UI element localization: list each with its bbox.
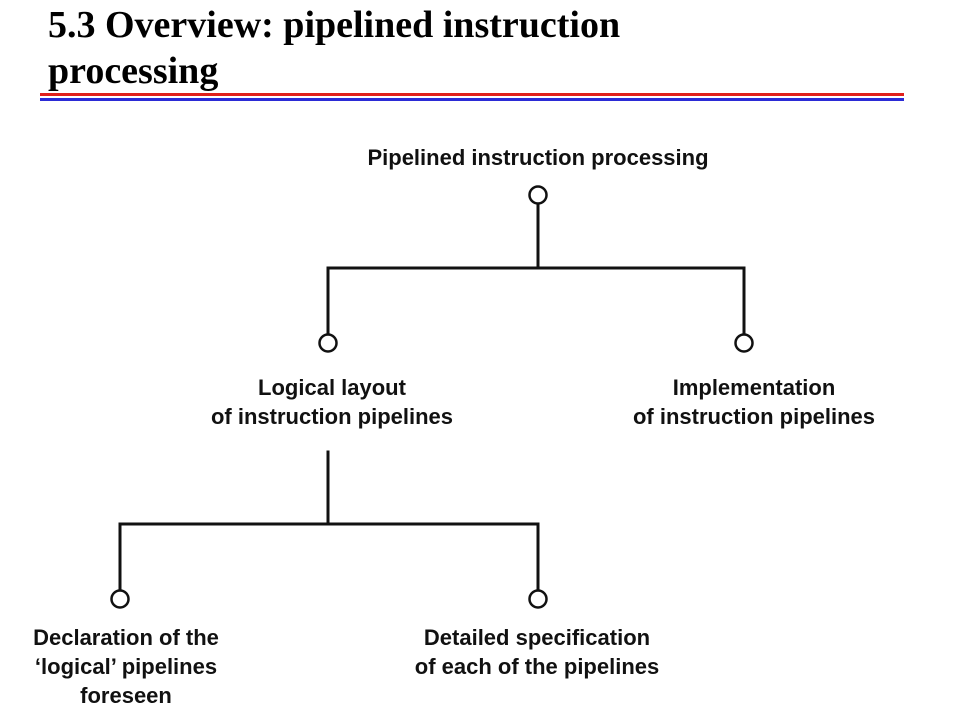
slide-title-line-1: 5.3 Overview: pipelined instruction bbox=[48, 4, 621, 46]
logical-layout-node-label: Logical layout of instruction pipelines bbox=[211, 373, 453, 431]
logical-node-circle bbox=[318, 333, 338, 353]
title-rule-blue bbox=[40, 98, 904, 101]
root-node-circle bbox=[528, 185, 548, 205]
implementation-node-label: Implementation of instruction pipelines bbox=[633, 373, 875, 431]
implementation-label-line-2: of instruction pipelines bbox=[632, 404, 876, 429]
root-node-label: Pipelined instruction processing bbox=[367, 143, 708, 172]
declaration-label-line-2: ‘logical’ pipelines bbox=[34, 654, 218, 679]
detailed-node-circle bbox=[528, 589, 548, 609]
detailed-label-line-1: Detailed specification bbox=[423, 625, 651, 650]
detailed-label-line-2: of each of the pipelines bbox=[414, 654, 660, 679]
implementation-node-circle bbox=[734, 333, 754, 353]
declaration-label-line-1: Declaration of the bbox=[33, 625, 219, 650]
implementation-label-line-1: Implementation bbox=[672, 375, 836, 400]
root-label-line-1: Pipelined instruction processing bbox=[367, 145, 709, 170]
declaration-node-circle bbox=[110, 589, 130, 609]
slide-title-line-2: processing bbox=[48, 50, 219, 92]
declaration-node-label: Declaration of the ‘logical’ pipelines f… bbox=[33, 623, 219, 710]
logical-label-line-1: Logical layout bbox=[258, 375, 406, 400]
title-rule-red bbox=[40, 93, 904, 96]
detailed-spec-node-label: Detailed specification of each of the pi… bbox=[415, 623, 659, 681]
slide-title: 5.3 Overview: pipelined instruction proc… bbox=[48, 2, 928, 94]
declaration-label-line-3: foreseen bbox=[80, 683, 172, 708]
logical-label-line-2: of instruction pipelines bbox=[210, 404, 454, 429]
